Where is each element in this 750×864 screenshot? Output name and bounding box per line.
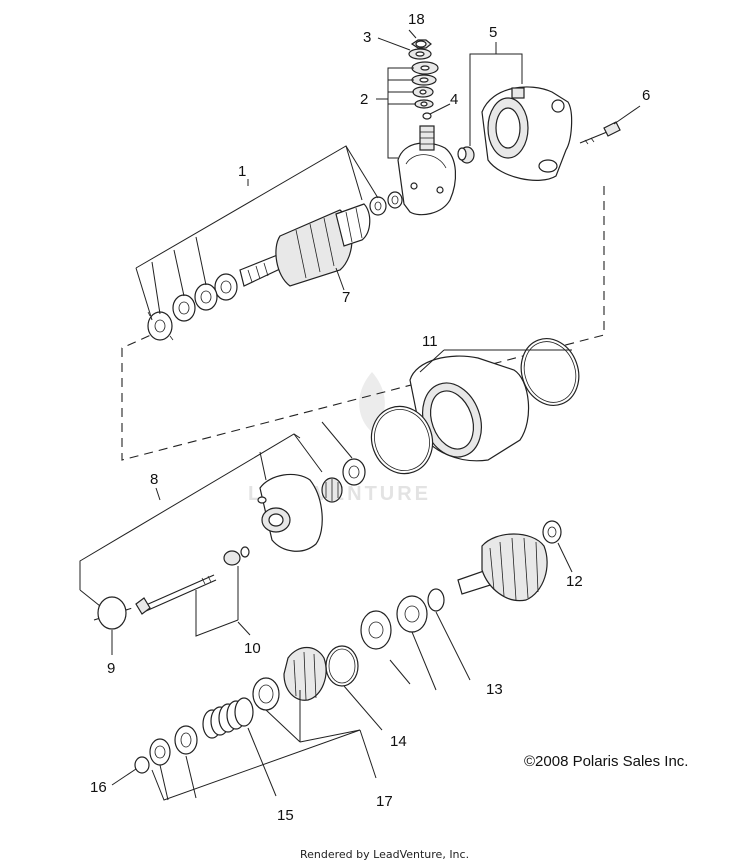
callout-labels: 18 3 5 2 4 6 1 7 11 8 12 10 9 13 14 16 1… [90,11,650,824]
drive-gear-shaft [457,533,548,602]
callout-1: 1 [238,163,246,180]
part-4-o-ring [422,112,432,120]
armature-washers-left [147,273,238,341]
assembly-outline [121,186,605,461]
part-10-bolt-and-washer [135,546,250,615]
copyright-text: ©2008 Polaris Sales Inc. [524,753,688,770]
leader-lines [79,29,641,801]
part-15-spring [202,697,254,739]
callout-10: 10 [244,640,261,657]
bushing [457,146,475,164]
part-13-clip [427,588,445,612]
pinion-gear [283,646,327,701]
part-11-housing-and-rings [370,338,580,475]
part-6-bolt [579,121,621,145]
callout-7: 7 [342,289,350,306]
callout-12: 12 [566,573,583,590]
armature-washers-right [369,191,403,216]
part-9-cap [97,596,127,630]
part-12-washer [542,520,562,544]
callout-3: 3 [363,29,371,46]
clutch-washers [360,595,428,650]
callout-17: 17 [376,793,393,810]
part-16-clip [134,756,150,774]
callout-4: 4 [450,91,458,108]
callout-6: 6 [642,87,650,104]
part-5-end-housing [481,86,573,181]
brush-holder-plate [397,125,456,216]
callout-16: 16 [90,779,107,796]
callout-11: 11 [422,333,438,350]
spring-washers [149,725,198,766]
callout-15: 15 [277,807,294,824]
callout-18: 18 [408,11,425,28]
part-18-nut [410,39,432,49]
part-14-ring [325,645,359,687]
spring-collar [252,677,280,711]
callout-5: 5 [489,24,497,41]
part-7-armature [239,203,371,287]
drive-bearings [321,458,366,503]
footer-text: Rendered by LeadVenture, Inc. [300,848,469,861]
callout-2: 2 [360,91,368,108]
part-3-washer [408,48,432,60]
part-2-washer-stack [411,61,439,109]
callout-13: 13 [486,681,503,698]
callout-8: 8 [150,471,158,488]
callout-14: 14 [390,733,407,750]
callout-9: 9 [107,660,115,677]
part-8-drive-housing [257,473,323,552]
